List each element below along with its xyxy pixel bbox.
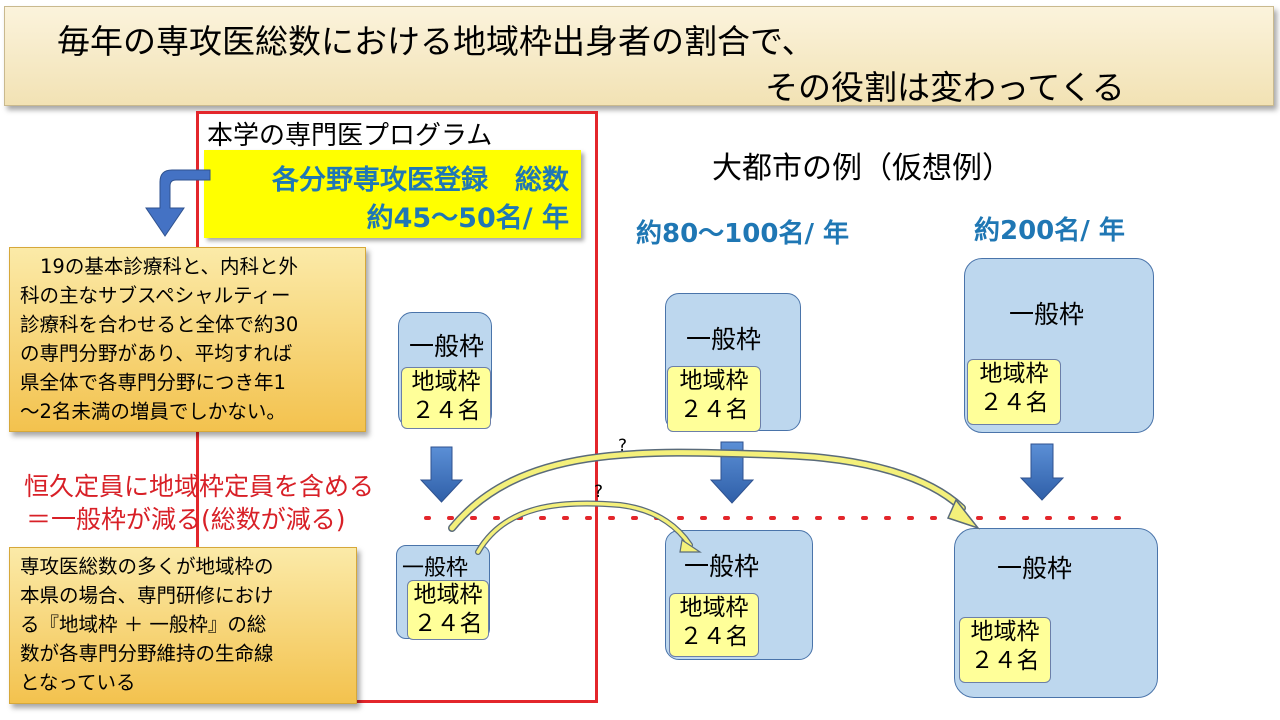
city-a-box-before: 一般枠 地域枠 ２４名 xyxy=(665,293,801,432)
general-quota-label: 一般枠 xyxy=(997,554,1073,583)
registration-total-box: 各分野専攻医登録 総数 約45～50名/ 年 xyxy=(204,150,581,238)
registration-line-2: 約45～50名/ 年 xyxy=(366,203,569,234)
banner-line-2: その役割は変わってくる xyxy=(765,68,1125,107)
city-a-box-after: 一般枠 地域枠 ２４名 xyxy=(665,530,813,660)
quota-note: 恒久定員に地域枠定員を含める ＝一般枠が減る(総数が減る) xyxy=(24,470,374,536)
regional-quota-count: ２４名 xyxy=(970,648,1040,674)
regional-quota-count: ２４名 xyxy=(679,624,749,650)
question-mark: ? xyxy=(594,482,604,502)
note-top-line: の専門分野があり、平均すれば xyxy=(20,342,293,365)
note-bottom-line: 専攻医総数の多くが地域枠の xyxy=(20,555,274,578)
city-b-box-before: 一般枠 地域枠 ２４名 xyxy=(964,258,1154,433)
down-arrow-icon xyxy=(1019,443,1065,501)
regional-quota-label: 地域枠 xyxy=(679,595,749,621)
note-top-line: 県全体で各専門分野につき年1 xyxy=(20,371,286,394)
general-quota-label: 一般枠 xyxy=(684,552,760,581)
regional-quota-box: 地域枠 ２４名 xyxy=(967,359,1061,425)
regional-quota-box: 地域枠 ２４名 xyxy=(669,593,759,657)
regional-quota-count: ２４名 xyxy=(679,397,749,423)
title-banner: 毎年の専攻医総数における地域枠出身者の割合で、 その役割は変わってくる xyxy=(4,6,1274,107)
program-box-before: 一般枠 地域枠 ２４名 xyxy=(398,312,492,429)
regional-quota-count: ２４名 xyxy=(413,611,483,637)
regional-quota-box: 地域枠 ２４名 xyxy=(667,366,761,432)
city-example-title: 大都市の例（仮想例） xyxy=(712,151,1012,186)
registration-line-1: 各分野専攻医登録 総数 xyxy=(272,165,569,196)
program-box-after: 一般枠 地域枠 ２４名 xyxy=(396,545,490,640)
general-quota-label: 一般枠 xyxy=(1009,300,1085,329)
note-bottom-line: となっている xyxy=(20,671,136,694)
regional-quota-box: 地域枠 ２４名 xyxy=(407,580,489,640)
regional-quota-label: 地域枠 xyxy=(413,582,483,608)
regional-quota-box: 地域枠 ２４名 xyxy=(959,617,1051,683)
general-quota-label: 一般枠 xyxy=(402,556,469,581)
quota-note-line-2: ＝一般枠が減る(総数が減る) xyxy=(26,505,346,534)
note-top-line: 診療科を合わせると全体で約30 xyxy=(20,313,299,336)
general-quota-label: 一般枠 xyxy=(686,325,762,354)
regional-quota-label: 地域枠 xyxy=(970,619,1040,645)
city-b-box-after: 一般枠 地域枠 ２４名 xyxy=(954,528,1158,698)
program-title: 本学の専門医プログラム xyxy=(207,121,493,151)
note-top-line: 19の基本診療科と、内科と外 xyxy=(40,255,299,278)
note-top: 19の基本診療科と、内科と外 科の主なサブスペシャルティー 診療科を合わせると全… xyxy=(9,247,366,432)
note-bottom-line: 数が各専門分野維持の生命線 xyxy=(20,642,274,665)
regional-quota-count: ２４名 xyxy=(979,390,1049,416)
city-total-b: 約200名/ 年 xyxy=(974,216,1125,246)
note-top-line: 科の主なサブスペシャルティー xyxy=(20,284,291,307)
note-bottom: 専攻医総数の多くが地域枠の 本県の場合、専門研修におけ る『地域枠 ＋ 一般枠』… xyxy=(9,547,357,704)
banner-line-1: 毎年の専攻医総数における地域枠出身者の割合で、 xyxy=(57,22,815,61)
down-arrow-icon xyxy=(709,441,755,504)
regional-quota-label: 地域枠 xyxy=(411,369,481,395)
regional-quota-count: ２４名 xyxy=(411,398,481,424)
curved-arrow-head-icon xyxy=(946,498,981,530)
regional-quota-label: 地域枠 xyxy=(679,368,749,394)
note-top-line: ～2名未満の増員でしかない。 xyxy=(20,400,286,423)
quota-note-line-1: 恒久定員に地域枠定員を含める xyxy=(24,472,375,501)
note-bottom-line: る『地域枠 ＋ 一般枠』の総 xyxy=(20,613,267,636)
regional-quota-label: 地域枠 xyxy=(979,361,1049,387)
regional-quota-box: 地域枠 ２４名 xyxy=(401,367,491,429)
note-bottom-line: 本県の場合、専門研修におけ xyxy=(20,584,274,607)
city-total-a: 約80～100名/ 年 xyxy=(636,219,850,249)
general-quota-label: 一般枠 xyxy=(409,332,485,361)
question-mark: ? xyxy=(618,436,628,456)
